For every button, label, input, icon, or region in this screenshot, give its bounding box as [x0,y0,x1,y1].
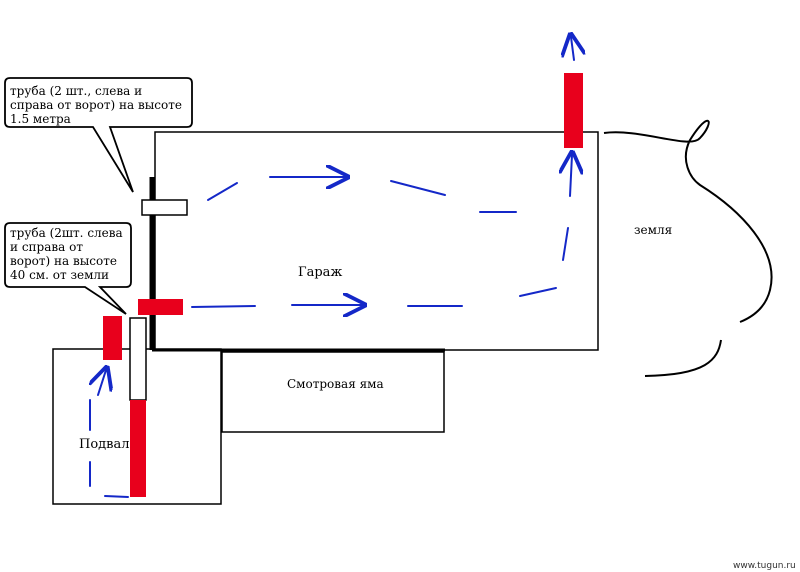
garage-outline [154,131,599,351]
callout-bottom-line-1: труба (2шт. слева [10,226,123,240]
callout-top-line-3: 1.5 метра [10,112,71,126]
airflow-arrow [571,37,574,61]
airflow-dash [104,495,129,498]
ground-outline [603,119,773,323]
callout-top: труба (2 шт., слева и справа от ворот) н… [4,77,193,193]
label-ground: земля [634,223,672,237]
pipe-upper-gate [141,199,188,216]
airflow-arrow [98,370,106,396]
pipe-basement-outline [129,317,147,401]
pipe-basement-inlet [103,316,122,360]
pipe-roof-exhaust [564,73,583,148]
airflow-dash [562,227,569,261]
airflow-dash [191,305,256,308]
pipe-basement-tall [130,400,146,497]
airflow-dash [207,182,238,201]
airflow-dash [519,287,557,297]
label-pit: Смотровая яма [287,377,384,391]
airflow [90,37,574,498]
callout-bottom-line-4: 40 см. от земли [10,268,109,282]
label-garage: Гараж [298,265,342,280]
watermark: www.tugun.ru [733,561,796,571]
pipe-lower-gate [138,299,183,315]
callout-bottom-line-2: и справа от [10,240,83,254]
callout-bottom-line-3: ворот) на высоте [10,254,117,268]
airflow-dash [390,180,446,196]
inspection-pit [221,351,445,433]
callout-bottom: труба (2шт. слева и справа от ворот) на … [4,222,132,315]
airflow-arrow [570,155,572,197]
callout-top-line-2: справа от ворот) на высоте [10,98,182,112]
label-basement: Подвал [79,437,130,452]
callout-top-line-1: труба (2 шт., слева и [10,84,142,98]
ground-outline-lower [644,339,722,377]
